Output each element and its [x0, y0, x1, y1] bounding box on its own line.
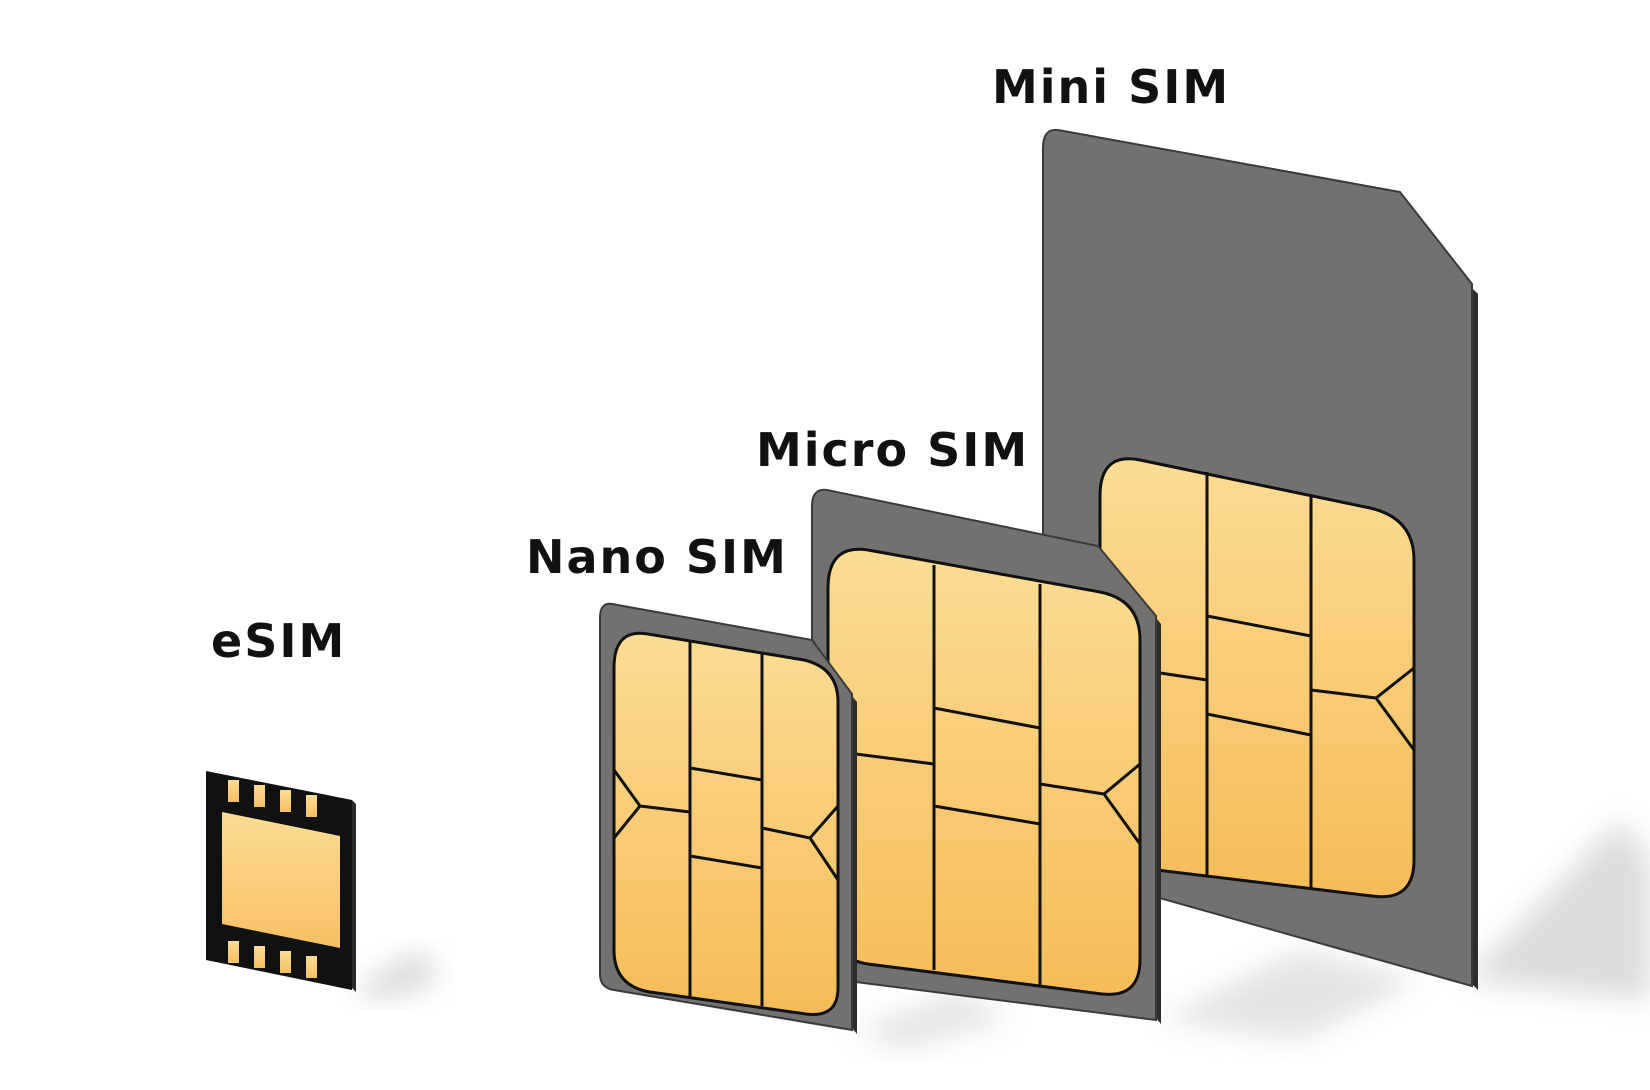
micro-sim-chip [826, 547, 1142, 996]
esim-contact-pads [228, 780, 317, 978]
esim-chip [206, 771, 356, 992]
mini-sim-chip [1098, 457, 1416, 899]
micro-sim-label: Micro SIM [756, 423, 1030, 477]
shadows [355, 820, 1650, 1050]
mini-sim-card [1042, 128, 1478, 990]
esim-label: eSIM [211, 614, 347, 668]
nano-sim-chip [612, 631, 840, 1016]
esim-die [222, 812, 340, 948]
micro-sim-card [811, 488, 1161, 1024]
nano-sim-card [599, 602, 857, 1034]
mini-sim-label: Mini SIM [992, 60, 1231, 114]
nano-sim-label: Nano SIM [526, 530, 788, 584]
